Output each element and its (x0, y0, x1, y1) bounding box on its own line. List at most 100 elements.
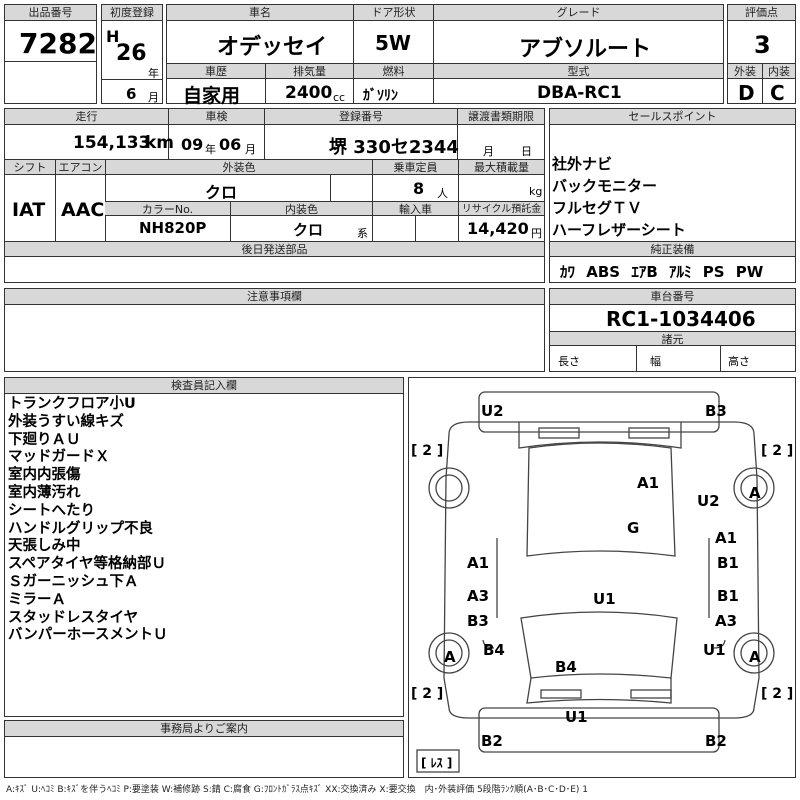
car-name: オデッセイ (217, 35, 328, 60)
score: 3 (754, 31, 771, 59)
color-no-label: カラーNo. (105, 201, 230, 216)
length-label: 長さ (558, 355, 580, 368)
tire-mark-br: A (749, 648, 761, 666)
sales-point-item: 社外ナビ (552, 155, 613, 173)
deadline-day-unit: 日 (521, 145, 532, 158)
inspector-line: 室内薄汚れ (8, 484, 81, 501)
inspector-line: 天張しみ中 (8, 538, 81, 555)
lot-label: 出品番号 (5, 5, 96, 21)
inspector-line: ミラーＡ (8, 591, 66, 608)
registration-label: 登録番号 (264, 109, 457, 125)
sales-point-item: フルセグＴＶ (552, 199, 643, 217)
notes-label: 注意事項欄 (5, 289, 544, 305)
vehicle-info-box: 走行 車検 登録番号 譲渡書類期限 154,133 km 09 年 06 月 堺… (4, 108, 545, 283)
mark-b2-left: B2 (481, 732, 503, 750)
registration-number: 堺 330セ2344 (329, 137, 459, 158)
shift: IAT (12, 199, 46, 221)
mark-b2-right: B2 (705, 732, 727, 750)
mark-u2-right: U2 (697, 492, 720, 510)
equipment-item: ｱﾙﾐ (669, 263, 692, 281)
model-label: 型式 (433, 63, 723, 79)
inspector-label: 検査員記入欄 (5, 378, 403, 394)
inspection-year: 09 (181, 135, 204, 154)
exterior-grade-label: 外装 (728, 63, 762, 79)
capacity-unit: 人 (437, 187, 448, 200)
first-reg-month: 6 (126, 85, 137, 103)
recycle-fee: 14,420 (467, 219, 529, 238)
chassis-label: 車台番号 (550, 289, 795, 305)
main-spec-box: 車名 ドア形状 グレード オデッセイ 5W アブソルート 車歴 排気量 燃料 型… (166, 4, 724, 107)
mark-a3-left: A3 (467, 587, 489, 605)
exterior-color: クロ (205, 183, 238, 202)
inspector-line: マッドガードＸ (8, 449, 110, 466)
mark-a1-roof: A1 (637, 474, 659, 492)
dimensions-label: 諸元 (550, 331, 795, 346)
capacity-label: 乗車定員 (372, 160, 458, 175)
cc-unit: cc (333, 91, 346, 104)
spare-tire-mark: [ ﾚｽ ] (421, 756, 452, 770)
sales-points-box: セールスポイント 社外ナビ バックモニター フルセグＴＶ ハーフレザーシート 純… (549, 108, 796, 283)
height-label: 高さ (728, 355, 750, 368)
shift-label: シフト (5, 160, 55, 175)
lot-number: 7282 (19, 27, 97, 60)
inspector-line: スタッドレスタイヤ (8, 609, 139, 626)
mark-u1-bottom: U1 (565, 708, 588, 726)
transfer-deadline-label: 譲渡書類期限 (457, 109, 544, 125)
displacement-label: 排気量 (265, 63, 353, 79)
tire-br-count: [ 2 ] (761, 686, 793, 702)
interior-color-unit: 系 (357, 227, 368, 240)
equipment-list: ｶﾜ ABS ｴｱB ｱﾙﾐ PS PW (560, 261, 763, 282)
inspection-month-unit: 月 (245, 143, 256, 156)
tire-bl-count: [ 2 ] (411, 686, 443, 702)
exterior-grade: D (738, 81, 755, 105)
recycle-label: リサイクル預託金 (458, 201, 544, 216)
max-load-label: 最大積載量 (458, 160, 544, 175)
mark-b1-right-lower: B1 (717, 587, 739, 605)
import-label: 輸入車 (372, 201, 458, 216)
displacement: 2400 (285, 83, 333, 103)
exterior-color-label: 外装色 (105, 160, 372, 175)
lot-box: 出品番号 7282 (4, 4, 97, 104)
equipment-item: ｶﾜ (560, 263, 576, 281)
first-registration-box: 初度登録 H 26 年 6 月 (101, 4, 163, 104)
mileage: 154,133 (73, 133, 151, 153)
door-label: ドア形状 (353, 5, 433, 21)
sales-point-item: ハーフレザーシート (552, 221, 686, 239)
inspector-line: トランクフロア小U (8, 396, 136, 412)
office-label: 事務局よりご案内 (5, 721, 403, 737)
fuel-label: 燃料 (353, 63, 433, 79)
history-label: 車歴 (167, 63, 265, 79)
grade: アブソルート (519, 37, 652, 62)
inspector-line: 下廻りＡＵ (8, 431, 81, 448)
mark-u1-center: U1 (593, 590, 616, 608)
tire-mark-tr: A (749, 484, 761, 502)
first-reg-year: 26 (116, 41, 147, 66)
door-type: 5W (375, 31, 411, 55)
mileage-label: 走行 (5, 109, 168, 125)
year-unit: 年 (148, 67, 159, 80)
capacity: 8 (413, 179, 425, 198)
mark-b3-left: B3 (467, 612, 489, 630)
mark-a3-right: A3 (715, 612, 737, 630)
sales-point-item: バックモニター (552, 177, 658, 195)
fuel: ｶﾞｿﾘﾝ (363, 88, 398, 104)
month-unit: 月 (148, 91, 159, 104)
model-code: DBA-RC1 (537, 83, 622, 103)
color-number: NH820P (139, 219, 207, 237)
notes-box: 注意事項欄 (4, 288, 545, 372)
inspector-line: ハンドルグリップ不良 (8, 520, 153, 537)
car-name-label: 車名 (167, 5, 353, 21)
mark-a1-right: A1 (715, 529, 737, 547)
first-reg-label: 初度登録 (102, 5, 162, 21)
mark-b4-left: B4 (483, 641, 505, 659)
tire-tr-count: [ 2 ] (761, 443, 793, 459)
history: 自家用 (183, 85, 241, 107)
inspector-lines: トランクフロア小U 外装うすい線キズ 下廻りＡＵ マッドガードＸ 室内内張傷 室… (8, 396, 168, 645)
tire-mark-bl: A (444, 648, 456, 666)
legend: A:ｷｽﾞ U:ﾍｺﾐ B:ｷｽﾞを伴うﾍｺﾐ P:要塗装 W:補修跡 S:錆 … (6, 785, 589, 795)
equipment-item: ABS (586, 263, 621, 281)
inspection-year-unit: 年 (205, 143, 216, 156)
mark-b1-right-upper: B1 (717, 554, 739, 572)
inspector-line: Ｓガーニッシュ下Ａ (8, 573, 139, 590)
score-label: 評価点 (728, 5, 795, 21)
